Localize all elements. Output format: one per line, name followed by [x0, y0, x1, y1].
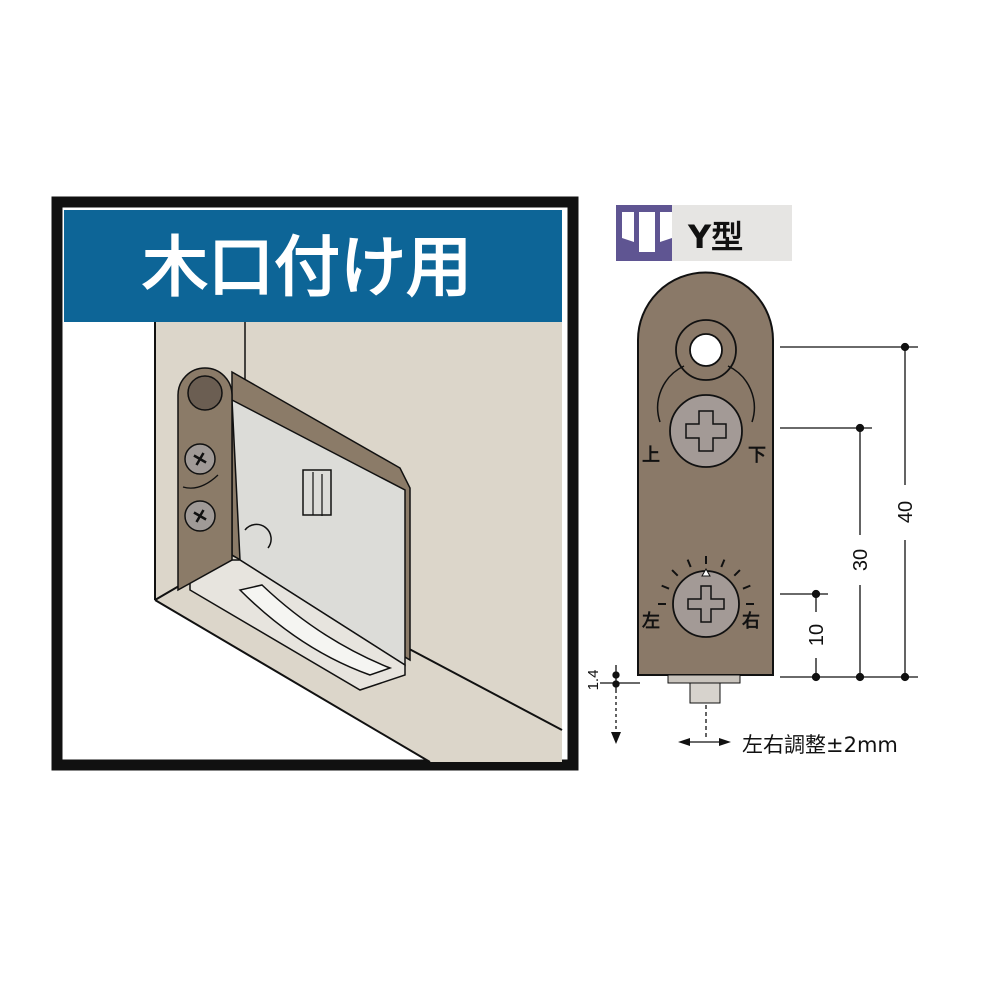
dimension-10: 10 — [806, 624, 828, 646]
dimension-40: 40 — [895, 501, 917, 523]
dimension-30: 30 — [850, 549, 872, 571]
phillips-cross-icon — [687, 585, 725, 623]
adjustment-plate: 上 下 左 右 — [637, 271, 774, 704]
mounting-hole — [187, 375, 223, 411]
arrow-up-icon — [656, 365, 685, 423]
dial-ticks — [658, 556, 754, 605]
dial-tick — [686, 559, 692, 568]
title-banner — [64, 210, 562, 322]
mounting-hole — [689, 333, 723, 367]
label-right: 右 — [742, 610, 760, 632]
dial-tick — [742, 584, 751, 590]
dial-tick — [733, 569, 741, 577]
adjustment-note: 左右調整±2mm — [742, 733, 898, 757]
double-arrow-icon — [678, 738, 731, 746]
installation-illustration: 木口付け用 — [51, 196, 579, 771]
label-down: 下 — [748, 445, 766, 466]
dimension-1-4: 1.4 — [585, 670, 602, 691]
dimensions — [600, 342, 918, 746]
type-label: Y型 — [687, 218, 743, 256]
illustration-title: 木口付け用 — [142, 229, 472, 306]
type-badge: Y型 — [616, 205, 792, 261]
dial-tick — [720, 559, 726, 568]
label-left: 左 — [642, 610, 660, 632]
dial-tick — [661, 584, 670, 590]
phillips-cross-icon — [685, 410, 727, 452]
door-stopper-device — [177, 367, 411, 691]
dial-tick — [671, 569, 679, 577]
label-up: 上 — [642, 445, 660, 466]
rotation-arrow-icon — [182, 474, 219, 489]
arrow-down-icon — [727, 365, 756, 423]
